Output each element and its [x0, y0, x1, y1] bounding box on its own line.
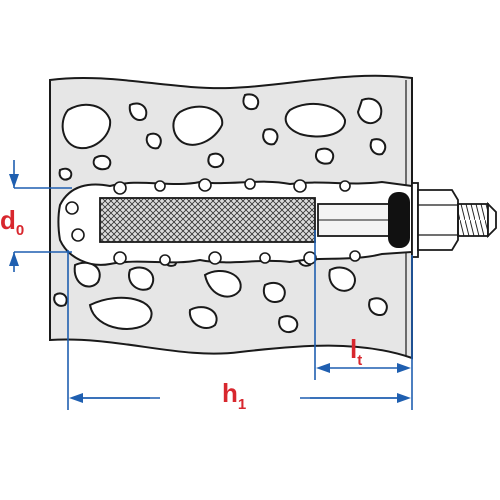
- dimension-lt: [314, 230, 413, 410]
- label-d0: d0: [0, 205, 24, 239]
- aggregate-stones: [53, 93, 388, 334]
- label-h1: h1: [222, 378, 246, 413]
- label-lt: lt: [350, 334, 362, 369]
- dimension-d0: [9, 160, 72, 272]
- mesh-sleeve: [99, 197, 316, 243]
- dimension-h1: [67, 250, 411, 410]
- threaded-rod: [317, 182, 497, 258]
